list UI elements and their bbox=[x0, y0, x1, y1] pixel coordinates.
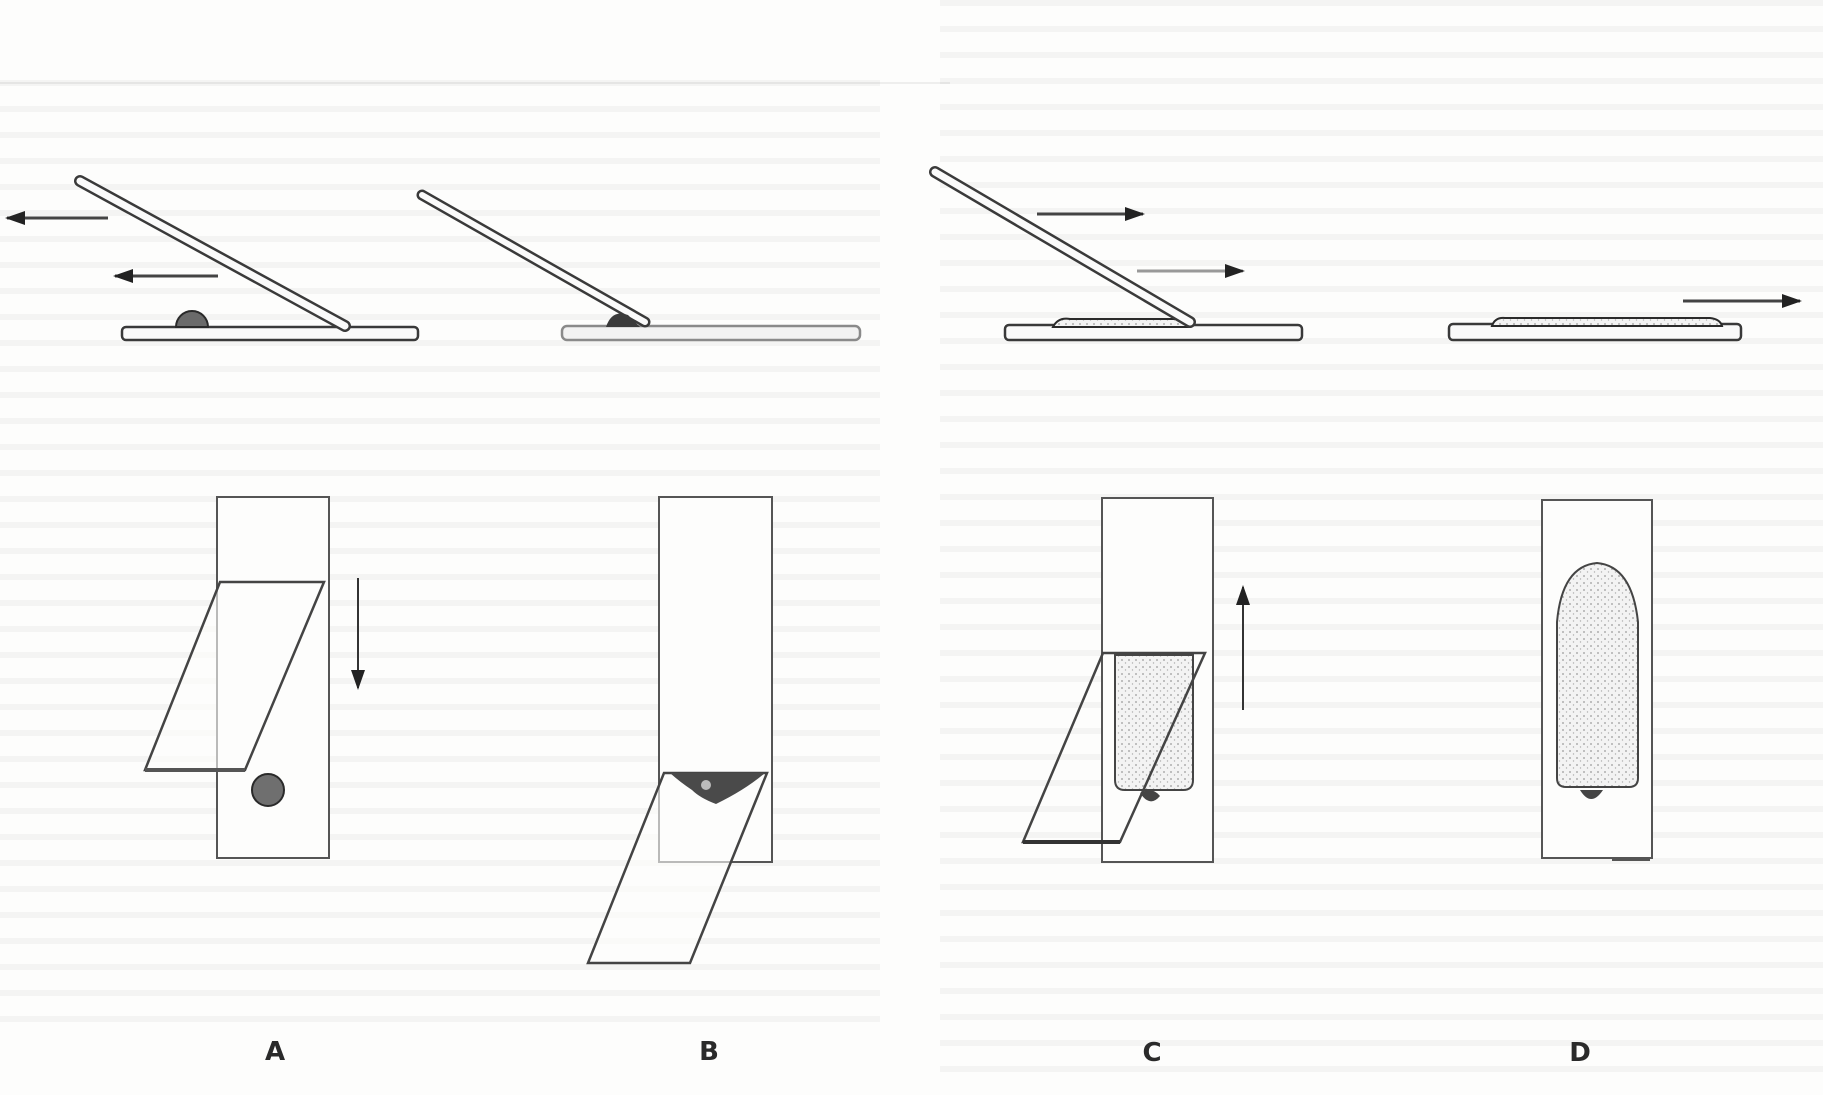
blood-drop-icon bbox=[251, 773, 285, 807]
base-slide-icon bbox=[120, 325, 420, 342]
blood-film-icon bbox=[1490, 316, 1724, 327]
blood-smear-icon bbox=[1556, 561, 1639, 788]
blood-film-icon bbox=[1051, 317, 1192, 328]
panel-b-side-view bbox=[416, 189, 862, 342]
panel-a-side-view bbox=[5, 175, 420, 342]
blood-spread-highlight bbox=[701, 780, 711, 790]
blood-film-icon bbox=[1114, 654, 1194, 791]
panel-c-top-view bbox=[1021, 497, 1250, 863]
spreader-slide-icon bbox=[586, 771, 769, 965]
spreader-slide-icon bbox=[929, 166, 1196, 328]
panel-b-top-view bbox=[586, 496, 773, 965]
blood-spread-icon bbox=[670, 773, 765, 804]
blood-drop-icon bbox=[174, 310, 210, 328]
panel-d-top-view bbox=[1541, 499, 1653, 861]
panel-label-b: B bbox=[699, 1037, 719, 1067]
panel-a-top-view bbox=[143, 496, 365, 859]
blood-drop-icon bbox=[606, 313, 640, 327]
panel-d-side-view bbox=[1447, 294, 1802, 342]
blood-drop-icon bbox=[1580, 790, 1603, 799]
top-rule bbox=[0, 82, 950, 84]
panel-label-c: C bbox=[1142, 1038, 1162, 1068]
spreader-slide-icon bbox=[416, 189, 651, 328]
base-slide-icon bbox=[560, 324, 862, 342]
blood-drop-icon bbox=[1140, 790, 1160, 802]
panel-label-a: A bbox=[264, 1037, 286, 1067]
spreader-slide-icon bbox=[74, 175, 351, 332]
panel-label-d: D bbox=[1569, 1038, 1591, 1068]
panel-c-side-view bbox=[929, 166, 1304, 342]
